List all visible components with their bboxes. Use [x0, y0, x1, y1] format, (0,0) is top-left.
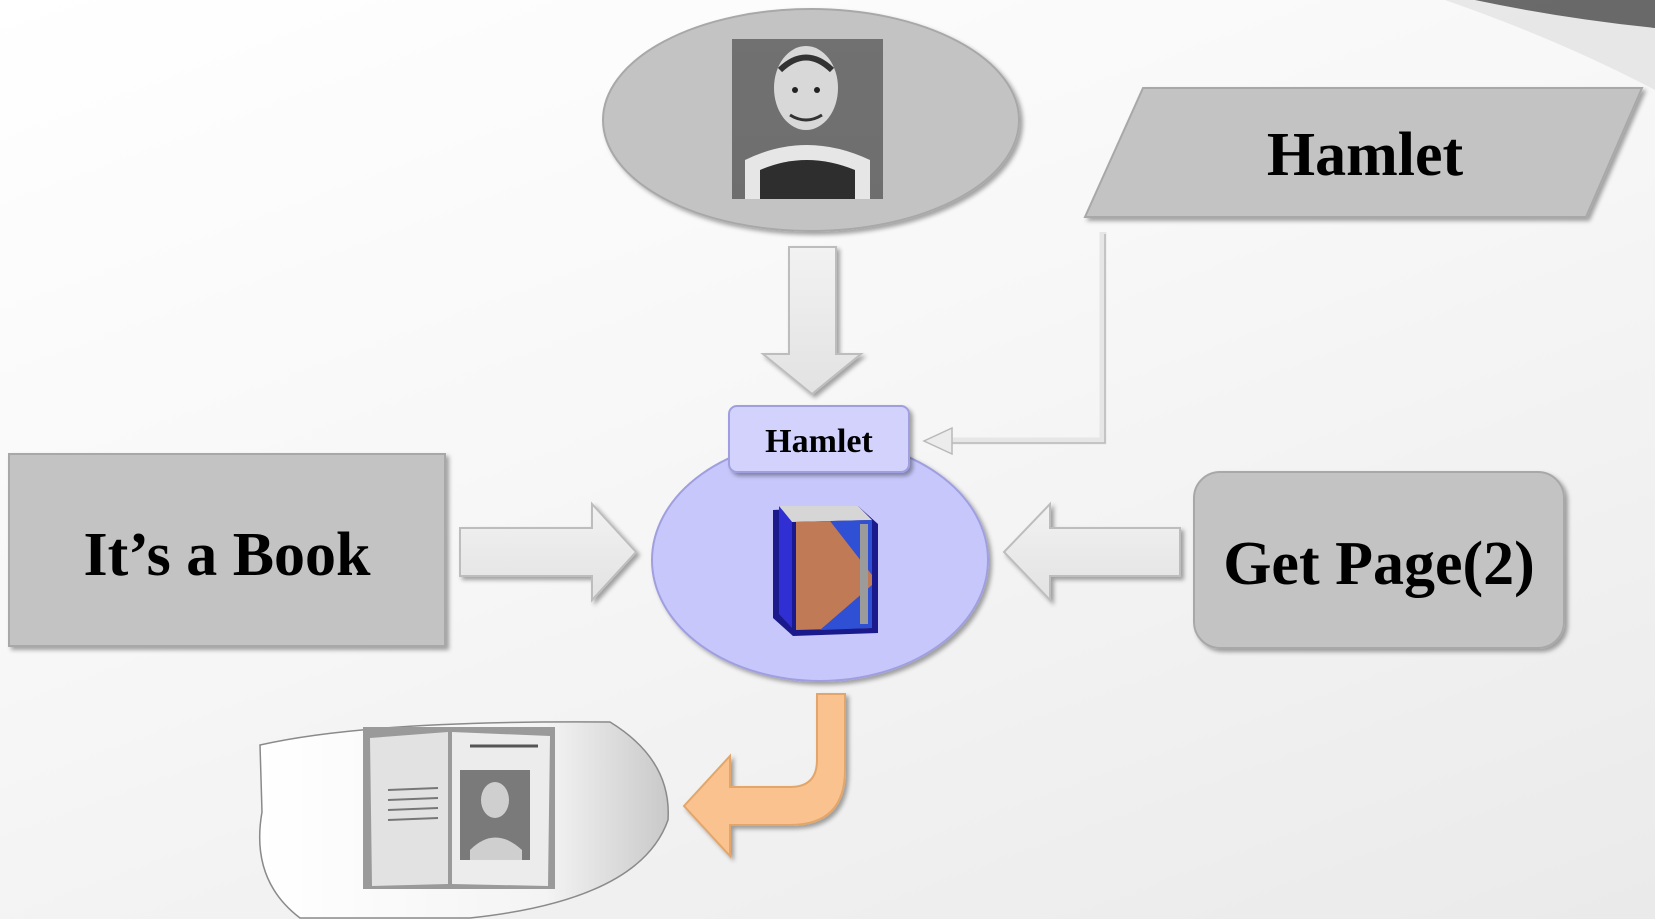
corner-decoration-dark: [1475, 0, 1655, 28]
class-node-label: It’s a Book: [83, 521, 371, 589]
shakespeare-portrait: [732, 39, 883, 199]
result-node[interactable]: [258, 721, 669, 919]
connector-title-to-object: [922, 232, 1107, 456]
class-node[interactable]: It’s a Book: [8, 453, 446, 647]
arrow-return-result: [682, 693, 846, 859]
object-tab-label: Hamlet: [765, 423, 873, 460]
method-node-label: Get Page(2): [1223, 530, 1535, 598]
open-book-photo: [363, 727, 555, 889]
arrow-method-to-object: [1002, 501, 1181, 603]
method-node[interactable]: Get Page(2): [1193, 471, 1565, 649]
arrow-class-to-object: [459, 501, 638, 603]
object-node[interactable]: Hamlet: [651, 405, 989, 682]
arrow-author-to-object: [760, 246, 864, 396]
object-tab: Hamlet: [728, 405, 910, 473]
corner-decoration: [1445, 0, 1655, 90]
title-node-label: Hamlet: [1267, 121, 1464, 189]
title-node[interactable]: Hamlet: [1083, 87, 1644, 218]
book-icon: [773, 506, 878, 636]
author-node[interactable]: [602, 8, 1020, 232]
